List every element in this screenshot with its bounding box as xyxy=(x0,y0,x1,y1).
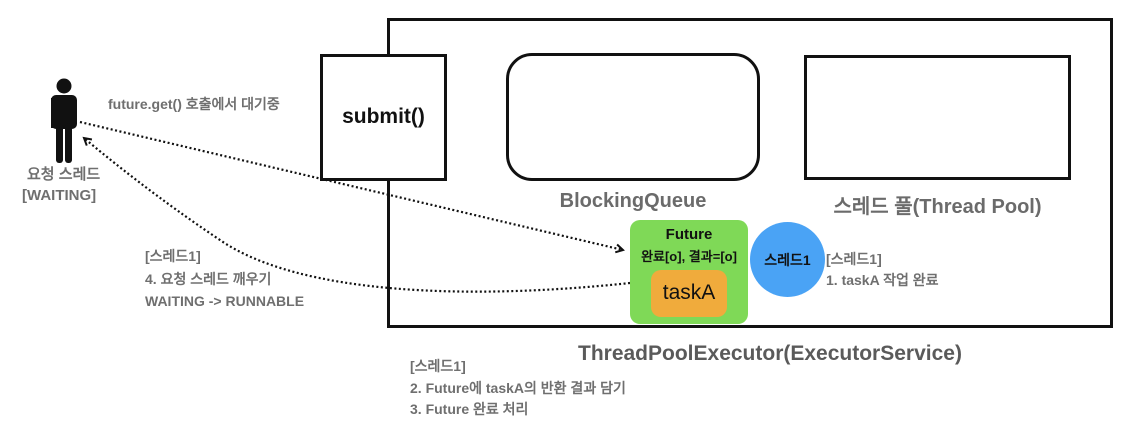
thread-pool-box xyxy=(804,55,1071,180)
requester-state: [WAITING] xyxy=(22,187,97,204)
submit-label: submit() xyxy=(342,105,425,128)
future-title: Future xyxy=(665,226,713,243)
step4-header: [스레드1] xyxy=(145,248,201,264)
step4-line-2: WAITING -> RUNNABLE xyxy=(145,293,305,309)
person-icon xyxy=(51,78,77,163)
submit-box: submit() xyxy=(320,54,447,181)
task-box: taskA xyxy=(651,270,727,317)
step23-header: [스레드1] xyxy=(410,358,466,374)
blocking-queue-box xyxy=(506,53,760,181)
future-status: 완료[o], 결과=[o] xyxy=(641,249,737,264)
step1-line-1: 1. taskA 작업 완료 xyxy=(826,272,939,288)
step23-line-2: 3. Future 완료 처리 xyxy=(410,401,529,417)
task-label: taskA xyxy=(662,281,716,304)
step4-line-1: 4. 요청 스레드 깨우기 xyxy=(145,271,272,287)
blocking-queue-label: BlockingQueue xyxy=(559,190,707,212)
worker-label: 스레드1 xyxy=(764,252,811,268)
requester-name: 요청 스레드 xyxy=(27,166,101,183)
wait-note: future.get() 호출에서 대기중 xyxy=(108,96,280,112)
future-box: Future 완료[o], 결과=[o] taskA xyxy=(630,220,748,324)
executor-title: ThreadPoolExecutor(ExecutorService) xyxy=(578,342,962,365)
worker-thread-circle: 스레드1 xyxy=(750,222,825,297)
step23-line-1: 2. Future에 taskA의 반환 결과 담기 xyxy=(410,380,626,396)
step1-header: [스레드1] xyxy=(826,251,882,267)
thread-pool-label: 스레드 풀(Thread Pool) xyxy=(833,196,1042,218)
